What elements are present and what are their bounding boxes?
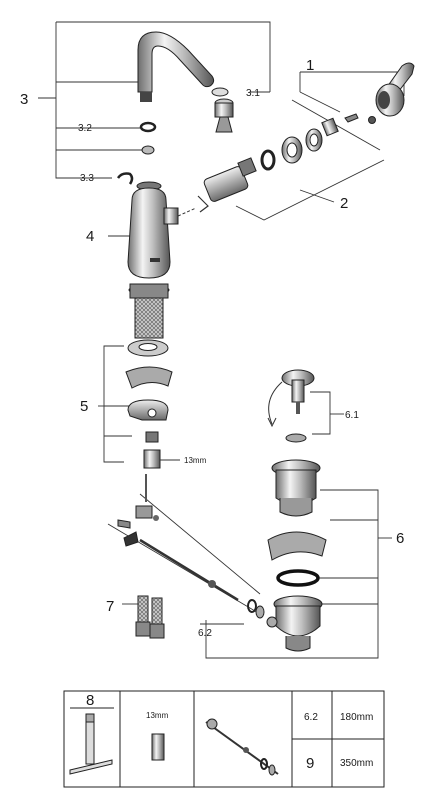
rubber-seal	[125, 366, 173, 389]
mounting-kit-5	[98, 339, 180, 469]
sleeve-13mm	[143, 449, 161, 469]
handle-group-1	[291, 62, 415, 151]
legend-row1-length: 180mm	[340, 712, 373, 723]
drain-gasket	[267, 531, 327, 561]
clevis-clip	[135, 505, 153, 519]
callout-7: 7	[106, 598, 114, 615]
popup-waste-6	[107, 369, 392, 659]
legend-row2-length: 350mm	[340, 758, 373, 769]
o-ring	[260, 149, 276, 171]
adapter	[321, 117, 339, 137]
tool-key-icon	[69, 713, 113, 775]
spout	[137, 31, 215, 93]
hose-1	[137, 595, 149, 625]
socket-13mm-icon	[151, 733, 165, 761]
nut	[145, 431, 159, 443]
handle-screw	[368, 116, 376, 124]
washer-3-2	[139, 121, 157, 133]
callout-6-2: 6.2	[198, 628, 212, 639]
callout-6-1: 6.1	[345, 410, 359, 421]
legend-tool-number: 8	[86, 692, 94, 709]
cartridge-group-2	[197, 117, 385, 221]
callout-3-1: 3.1	[246, 88, 260, 99]
faucet-body-4	[108, 181, 197, 339]
pivot-seal	[123, 531, 139, 547]
body-shell	[127, 187, 171, 279]
seal-3-3	[141, 145, 155, 155]
callout-3-3: 3.3	[80, 173, 94, 184]
callout-4: 4	[86, 228, 94, 245]
spout-group-3	[38, 21, 271, 185]
mesh-hose	[134, 297, 164, 339]
tool-legend-table: 8 13mm 6.2 180mm 9 350mm	[63, 690, 385, 788]
callout-3-2: 3.2	[78, 123, 92, 134]
callout-5: 5	[80, 398, 88, 415]
clip-3-3	[116, 172, 134, 185]
callout-2: 2	[340, 195, 348, 212]
spout-thread	[140, 92, 152, 102]
legend-tool-size: 13mm	[146, 711, 169, 720]
callout-6: 6	[396, 530, 404, 547]
legend-row1-part: 6.2	[304, 712, 318, 723]
cartridge	[197, 157, 257, 213]
body-outlet	[163, 207, 179, 225]
callout-1: 1	[306, 57, 314, 74]
plug-seal	[285, 433, 307, 443]
pivot-rod	[139, 538, 239, 602]
drain-o-ring	[276, 569, 320, 587]
horseshoe-plate	[127, 399, 169, 421]
aerator-3-1	[211, 87, 234, 133]
legend-row2-part: 9	[306, 755, 314, 772]
callout-3: 3	[20, 91, 28, 108]
hose-2	[151, 597, 163, 627]
flex-hoses-7	[122, 595, 165, 639]
pivot-rod-icon	[205, 718, 279, 776]
callout-wrench-size: 13mm	[184, 456, 207, 465]
